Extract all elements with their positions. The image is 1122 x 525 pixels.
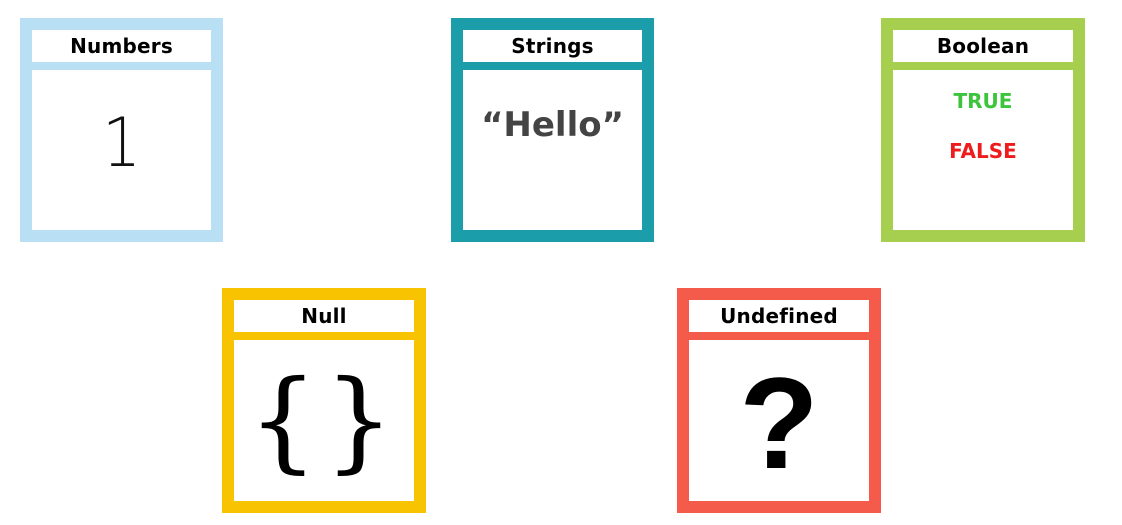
boolean-false-example: FALSE: [949, 139, 1017, 163]
undefined-card-title: Undefined: [720, 304, 838, 328]
null-card-body: {}: [234, 340, 414, 501]
null-example: {}: [248, 355, 400, 484]
numbers-card: Numbers 1: [20, 18, 223, 242]
strings-card-divider: [463, 62, 642, 70]
numbers-card-body: 1: [32, 70, 211, 230]
numbers-card-divider: [32, 62, 211, 70]
undefined-card-body: ?: [689, 340, 869, 501]
null-card-divider: [234, 332, 414, 340]
boolean-card: Boolean TRUE FALSE: [881, 18, 1085, 242]
undefined-card-divider: [689, 332, 869, 340]
strings-example: “Hello”: [481, 105, 624, 145]
boolean-card-title: Boolean: [936, 34, 1030, 58]
null-card: Null {}: [222, 288, 426, 513]
boolean-card-body: TRUE FALSE: [893, 70, 1073, 230]
numbers-example: 1: [102, 103, 141, 183]
undefined-card: Undefined ?: [677, 288, 881, 513]
undefined-example: ?: [739, 349, 819, 496]
strings-card-body: “Hello”: [463, 70, 642, 230]
strings-card-title: Strings: [511, 34, 594, 58]
numbers-card-title: Numbers: [70, 34, 173, 58]
boolean-values: TRUE FALSE: [949, 88, 1017, 164]
null-card-title: Null: [301, 304, 347, 328]
strings-card: Strings “Hello”: [451, 18, 654, 242]
boolean-true-example: TRUE: [953, 89, 1013, 113]
boolean-card-divider: [893, 62, 1073, 70]
